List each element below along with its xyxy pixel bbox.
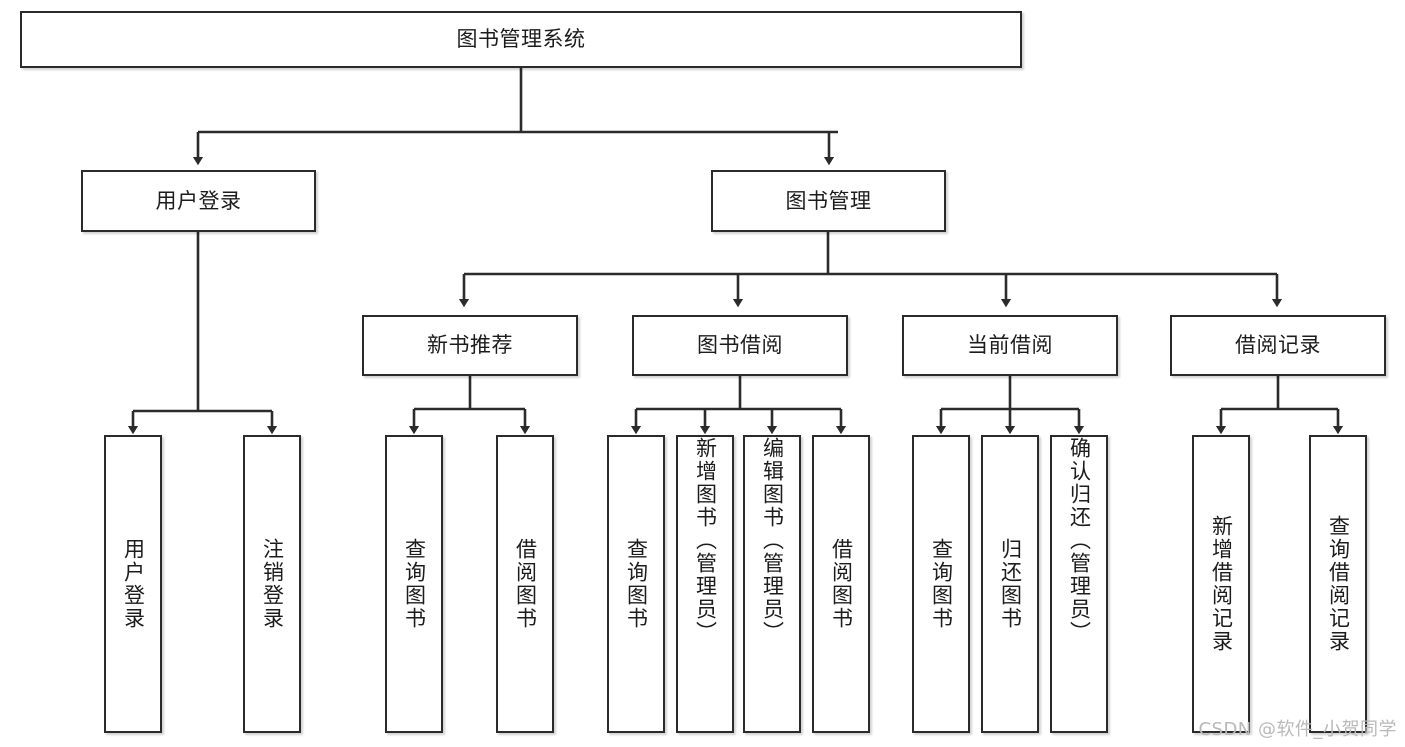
- leaf-query-book-2[interactable]: 查询图书: [607, 435, 665, 733]
- node-current-borrow-label: 当前借阅: [967, 333, 1053, 358]
- leaf-add-book[interactable]: 新增图书（管理员）: [676, 435, 734, 733]
- leaf-query-book-1[interactable]: 查询图书: [385, 435, 443, 733]
- leaf-add-record-label: 新增借阅记录: [1209, 515, 1234, 653]
- leaf-logout[interactable]: 注销登录: [243, 435, 301, 733]
- leaf-add-book-label: 新增图书（管理员）: [693, 437, 718, 644]
- node-root[interactable]: 图书管理系统: [20, 11, 1022, 68]
- leaf-logout-label: 注销登录: [260, 538, 285, 630]
- node-book-management-label: 图书管理: [785, 188, 872, 213]
- node-new-book-recommend[interactable]: 新书推荐: [362, 315, 578, 376]
- node-current-borrow[interactable]: 当前借阅: [902, 315, 1118, 376]
- node-book-borrow[interactable]: 图书借阅: [632, 315, 848, 376]
- leaf-query-record[interactable]: 查询借阅记录: [1309, 435, 1367, 733]
- node-book-management[interactable]: 图书管理: [711, 170, 946, 232]
- leaf-query-book-2-label: 查询图书: [624, 538, 649, 630]
- leaf-borrow-book-1-label: 借阅图书: [513, 538, 538, 630]
- leaf-borrow-book-2[interactable]: 借阅图书: [812, 435, 870, 733]
- node-book-borrow-label: 图书借阅: [697, 333, 783, 358]
- leaf-user-login-label: 用户登录: [121, 538, 146, 630]
- leaf-query-book-3-label: 查询图书: [929, 538, 954, 630]
- watermark: CSDN @软件_小贺同学: [1198, 719, 1397, 740]
- leaf-confirm-return-label: 确认归还（管理员）: [1067, 437, 1092, 644]
- leaf-query-book-3[interactable]: 查询图书: [912, 435, 970, 733]
- leaf-edit-book-label: 编辑图书（管理员）: [760, 437, 785, 644]
- leaf-add-record[interactable]: 新增借阅记录: [1192, 435, 1250, 733]
- leaf-query-record-label: 查询借阅记录: [1326, 515, 1351, 653]
- leaf-edit-book[interactable]: 编辑图书（管理员）: [743, 435, 801, 733]
- leaf-return-book[interactable]: 归还图书: [981, 435, 1039, 733]
- leaf-borrow-book-2-label: 借阅图书: [829, 538, 854, 630]
- node-borrow-record[interactable]: 借阅记录: [1170, 315, 1386, 376]
- leaf-confirm-return[interactable]: 确认归还（管理员）: [1050, 435, 1108, 733]
- node-user-login-label: 用户登录: [155, 188, 242, 213]
- leaf-return-book-label: 归还图书: [998, 538, 1023, 630]
- leaf-user-login[interactable]: 用户登录: [104, 435, 162, 733]
- node-root-label: 图书管理系统: [456, 27, 586, 52]
- node-borrow-record-label: 借阅记录: [1235, 333, 1321, 358]
- leaf-borrow-book-1[interactable]: 借阅图书: [496, 435, 554, 733]
- node-user-login[interactable]: 用户登录: [81, 170, 316, 232]
- leaf-query-book-1-label: 查询图书: [402, 538, 427, 630]
- node-new-book-recommend-label: 新书推荐: [427, 333, 513, 358]
